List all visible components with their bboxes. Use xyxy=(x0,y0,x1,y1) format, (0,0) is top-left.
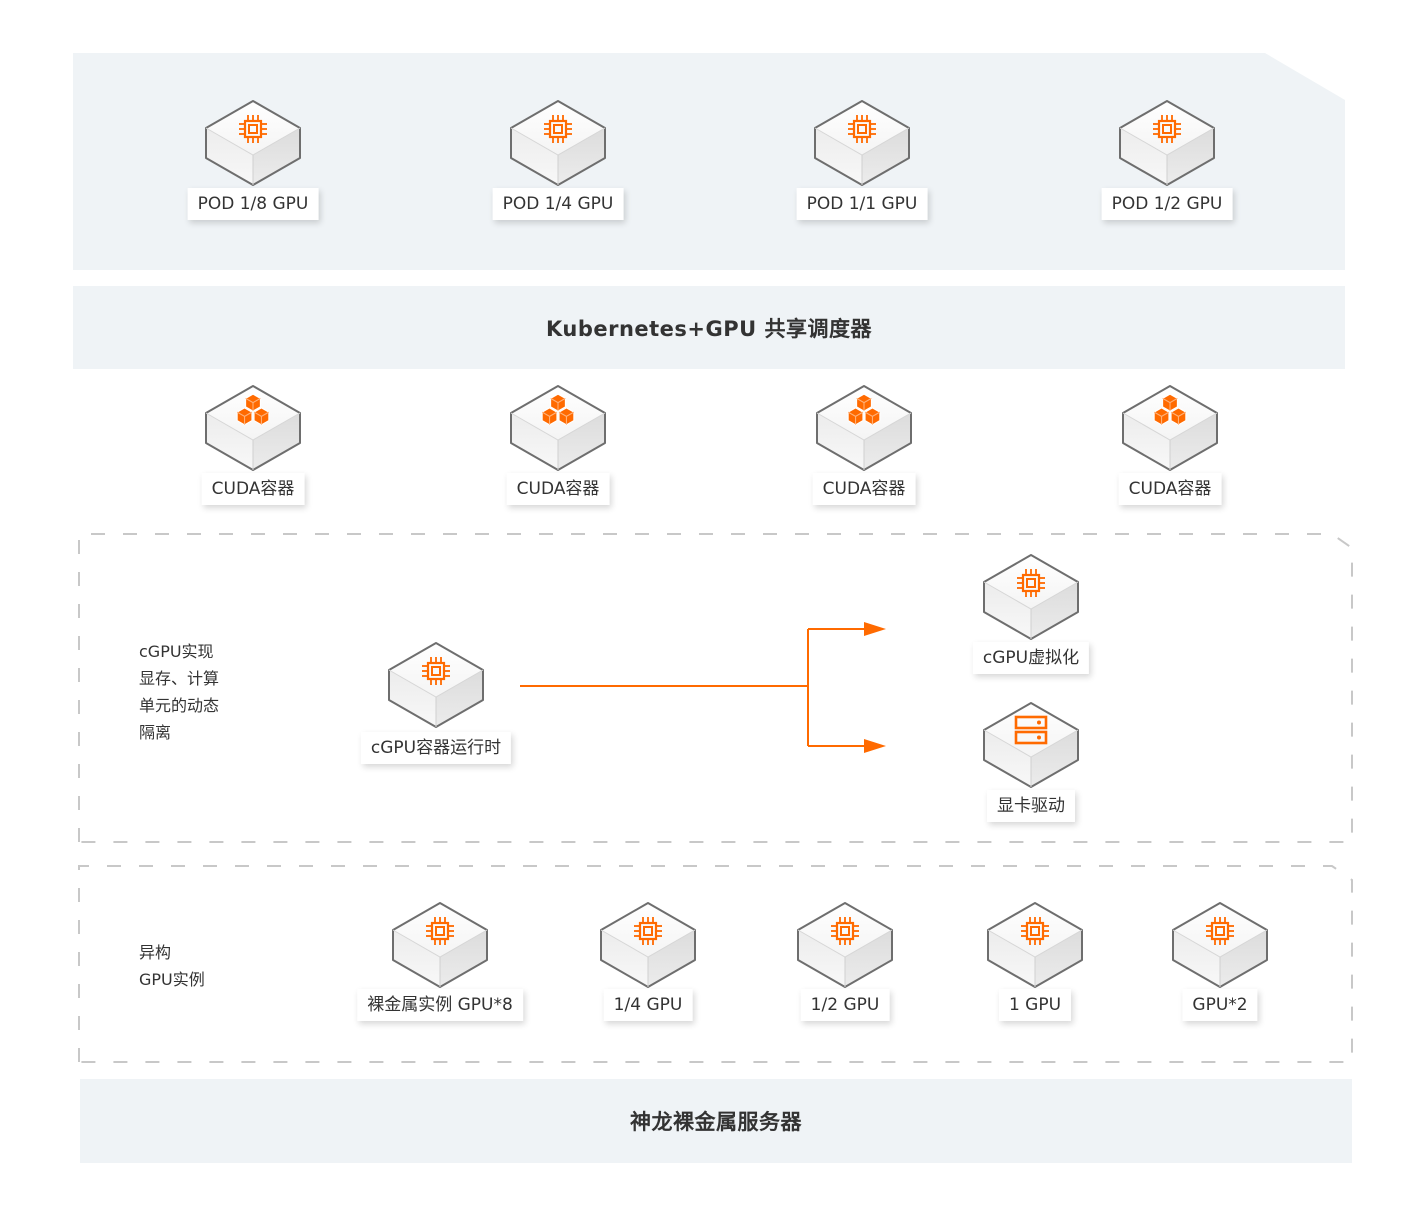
chip-icon xyxy=(421,656,451,686)
instance-description: 异构 GPU实例 xyxy=(139,939,205,993)
node-label: 1/2 GPU xyxy=(800,989,890,1021)
chip-icon xyxy=(830,916,860,946)
node-label: cGPU容器运行时 xyxy=(360,732,512,764)
description-line: 隔离 xyxy=(139,723,172,742)
container-node: CUDA容器 xyxy=(784,383,944,523)
node-label: GPU*2 xyxy=(1182,989,1258,1021)
description-line: cGPU实现 xyxy=(139,642,214,661)
description-line: 单元的动态 xyxy=(139,696,220,715)
description-line: 异构 xyxy=(139,943,172,962)
description-line: 显存、计算 xyxy=(139,669,220,688)
gpu-instance-node: 裸金属实例 GPU*8 xyxy=(357,900,523,1040)
node-label: POD 1/4 GPU xyxy=(492,188,624,220)
cgpu-runtime-node: cGPU容器运行时 xyxy=(356,640,516,780)
node-label: 裸金属实例 GPU*8 xyxy=(357,989,523,1021)
arrow-head-virtualization xyxy=(864,622,886,636)
server-band: 神龙裸金属服务器 xyxy=(80,1079,1352,1163)
node-label: POD 1/2 GPU xyxy=(1101,188,1233,220)
cgpu-description: cGPU实现 显存、计算 单元的动态 隔离 xyxy=(139,638,219,746)
container-node: CUDA容器 xyxy=(173,383,333,523)
node-label: CUDA容器 xyxy=(201,473,305,505)
chip-icon xyxy=(1205,916,1235,946)
pod-node: POD 1/4 GPU xyxy=(478,98,638,238)
pod-node: POD 1/2 GPU xyxy=(1087,98,1247,238)
server-icon xyxy=(1014,715,1048,745)
gpu-instance-node: 1/2 GPU xyxy=(765,900,925,1040)
chip-icon xyxy=(425,916,455,946)
description-line: GPU实例 xyxy=(139,970,205,989)
gpu-instance-node: 1/4 GPU xyxy=(568,900,728,1040)
node-label: 1 GPU xyxy=(998,989,1072,1021)
chip-icon xyxy=(1016,568,1046,598)
gpu-driver-node: 显卡驱动 xyxy=(951,700,1111,840)
chip-icon xyxy=(1020,916,1050,946)
node-label: 1/4 GPU xyxy=(603,989,693,1021)
chip-icon xyxy=(633,916,663,946)
pod-node: POD 1/8 GPU xyxy=(173,98,333,238)
node-label: POD 1/8 GPU xyxy=(187,188,319,220)
node-label: 显卡驱动 xyxy=(987,790,1075,822)
node-label: CUDA容器 xyxy=(506,473,610,505)
gpu-instance-node: 1 GPU xyxy=(955,900,1115,1040)
server-label: 神龙裸金属服务器 xyxy=(630,1110,802,1134)
node-label: CUDA容器 xyxy=(812,473,916,505)
arrow-head-driver xyxy=(864,739,886,753)
runtime-arrow xyxy=(520,628,866,747)
cube-icon xyxy=(981,700,1081,790)
cgpu-virtualization-node: cGPU虚拟化 xyxy=(951,552,1111,692)
container-node: CUDA容器 xyxy=(478,383,638,523)
node-label: cGPU虚拟化 xyxy=(972,642,1090,674)
scheduler-label: Kubernetes+GPU 共享调度器 xyxy=(545,316,873,341)
scheduler-band: Kubernetes+GPU 共享调度器 xyxy=(73,286,1345,369)
container-node: CUDA容器 xyxy=(1090,383,1250,523)
instance-section-frame xyxy=(78,865,1353,1063)
node-label: CUDA容器 xyxy=(1118,473,1222,505)
node-label: POD 1/1 GPU xyxy=(796,188,928,220)
pod-node: POD 1/1 GPU xyxy=(782,98,942,238)
cgpu-section-frame xyxy=(78,533,1353,843)
gpu-instance-node: GPU*2 xyxy=(1140,900,1300,1040)
